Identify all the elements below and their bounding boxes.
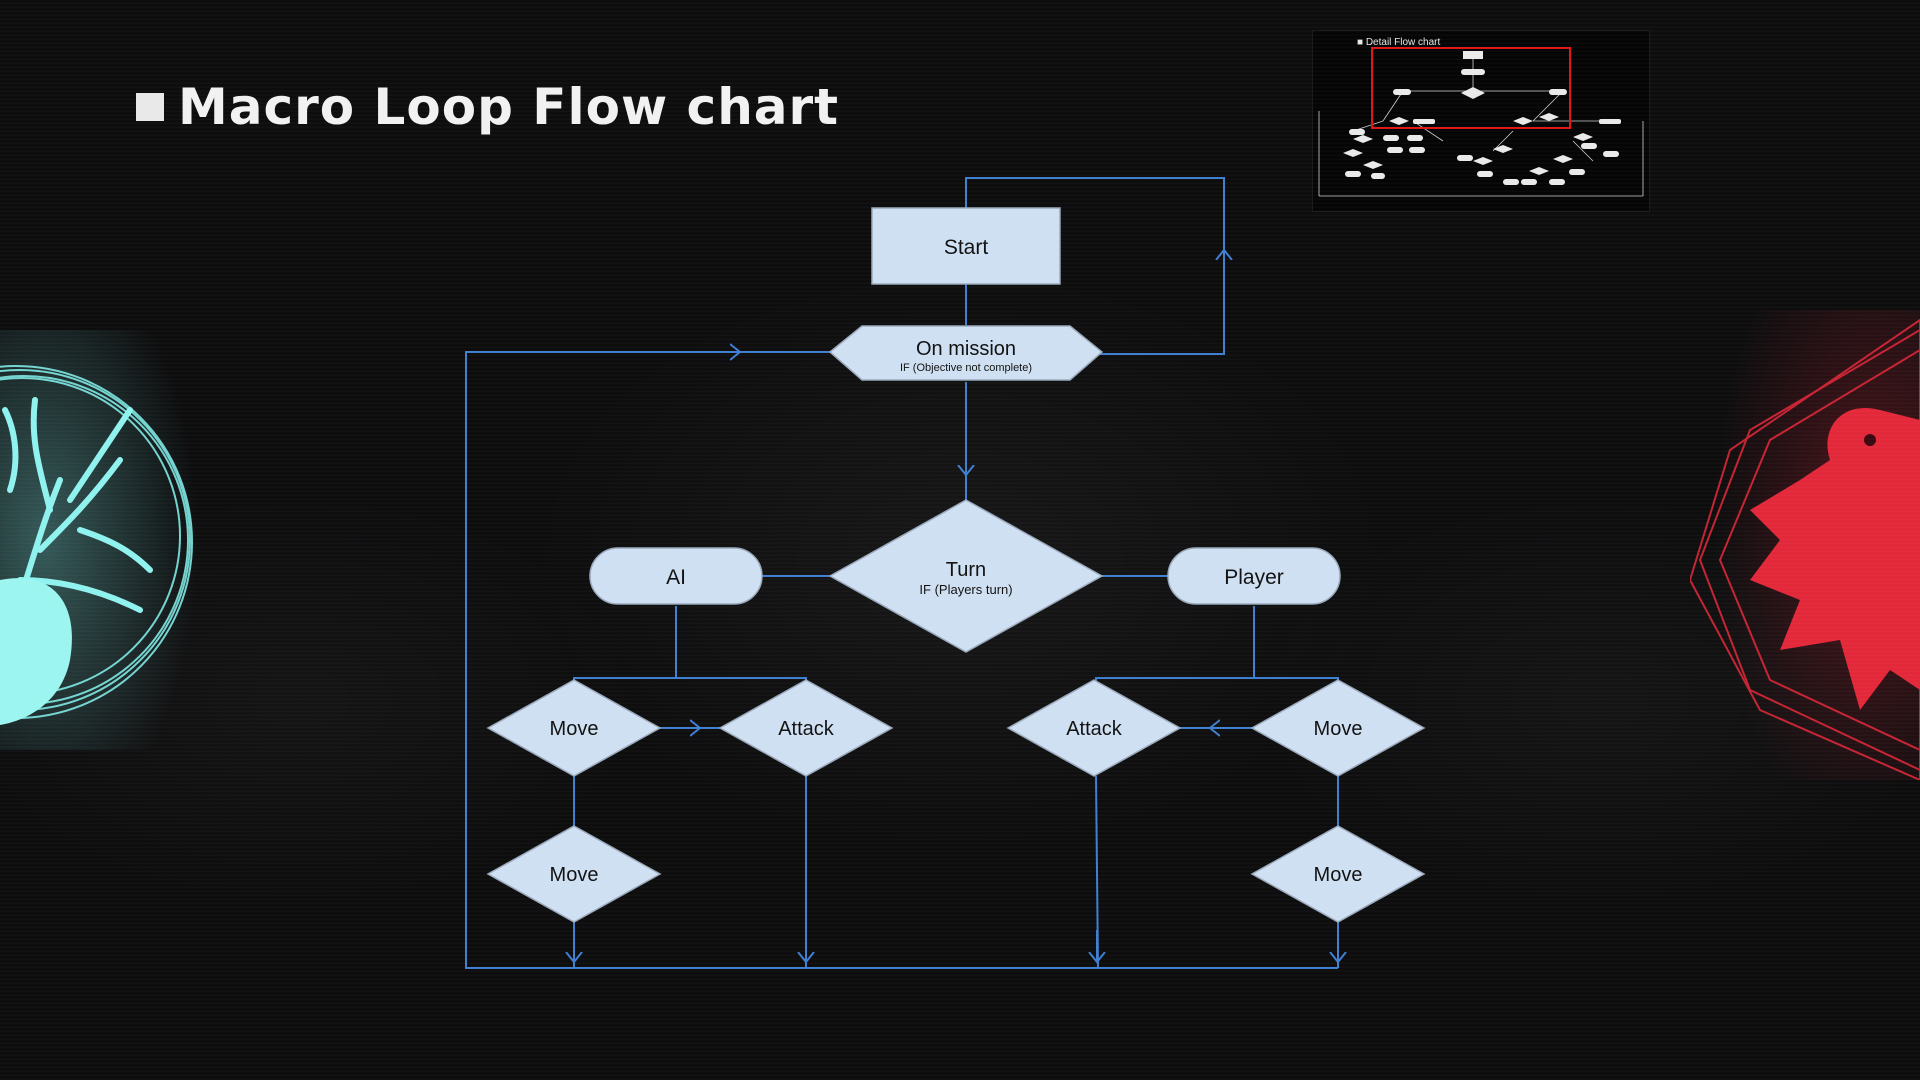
node-player-move-2-label: Move	[1314, 864, 1363, 886]
node-start-label: Start	[944, 236, 989, 259]
node-on-mission: On mission IF (Objective not complete)	[828, 325, 1104, 381]
node-ai-move-1: Move	[486, 679, 662, 777]
node-player: Player	[1167, 547, 1341, 605]
node-player-move-1: Move	[1250, 679, 1426, 777]
slide-title-text: Macro Loop Flow chart	[178, 78, 840, 136]
node-ai: AI	[589, 547, 763, 605]
node-ai-move-1-label: Move	[550, 718, 599, 740]
node-on-mission-label: On mission	[916, 338, 1016, 360]
node-turn: Turn IF (Players turn)	[828, 499, 1104, 653]
node-player-move-1-label: Move	[1314, 718, 1363, 740]
node-player-label: Player	[1224, 566, 1284, 589]
eagle-emblem-icon	[1690, 310, 1920, 780]
node-player-attack: Attack	[1006, 679, 1182, 777]
connector-player-branch	[1095, 677, 1339, 682]
slide-title: Macro Loop Flow chart	[136, 78, 839, 136]
minimap-diagram	[1318, 47, 1644, 197]
node-ai-label: AI	[666, 566, 686, 589]
detail-flowchart-minimap: ■ Detail Flow chart	[1312, 30, 1650, 212]
node-ai-attack: Attack	[718, 679, 894, 777]
node-turn-label: Turn	[946, 559, 986, 581]
node-start: Start	[871, 207, 1061, 285]
connector-return-loop	[465, 351, 1338, 969]
node-ai-attack-label: Attack	[778, 718, 835, 740]
minimap-highlight-box	[1371, 47, 1571, 129]
node-ai-move-2-label: Move	[550, 864, 599, 886]
node-on-mission-condition: IF (Objective not complete)	[900, 362, 1032, 374]
minimap-title: ■ Detail Flow chart	[1357, 37, 1441, 48]
node-turn-condition: IF (Players turn)	[919, 582, 1012, 597]
tree-emblem-icon	[0, 330, 220, 750]
node-player-attack-label: Attack	[1066, 718, 1123, 740]
connector-onmission-loop	[965, 177, 1225, 355]
connector-lines	[465, 177, 1339, 969]
title-bullet-icon	[136, 93, 164, 121]
node-ai-move-2: Move	[486, 825, 662, 923]
node-player-move-2: Move	[1250, 825, 1426, 923]
